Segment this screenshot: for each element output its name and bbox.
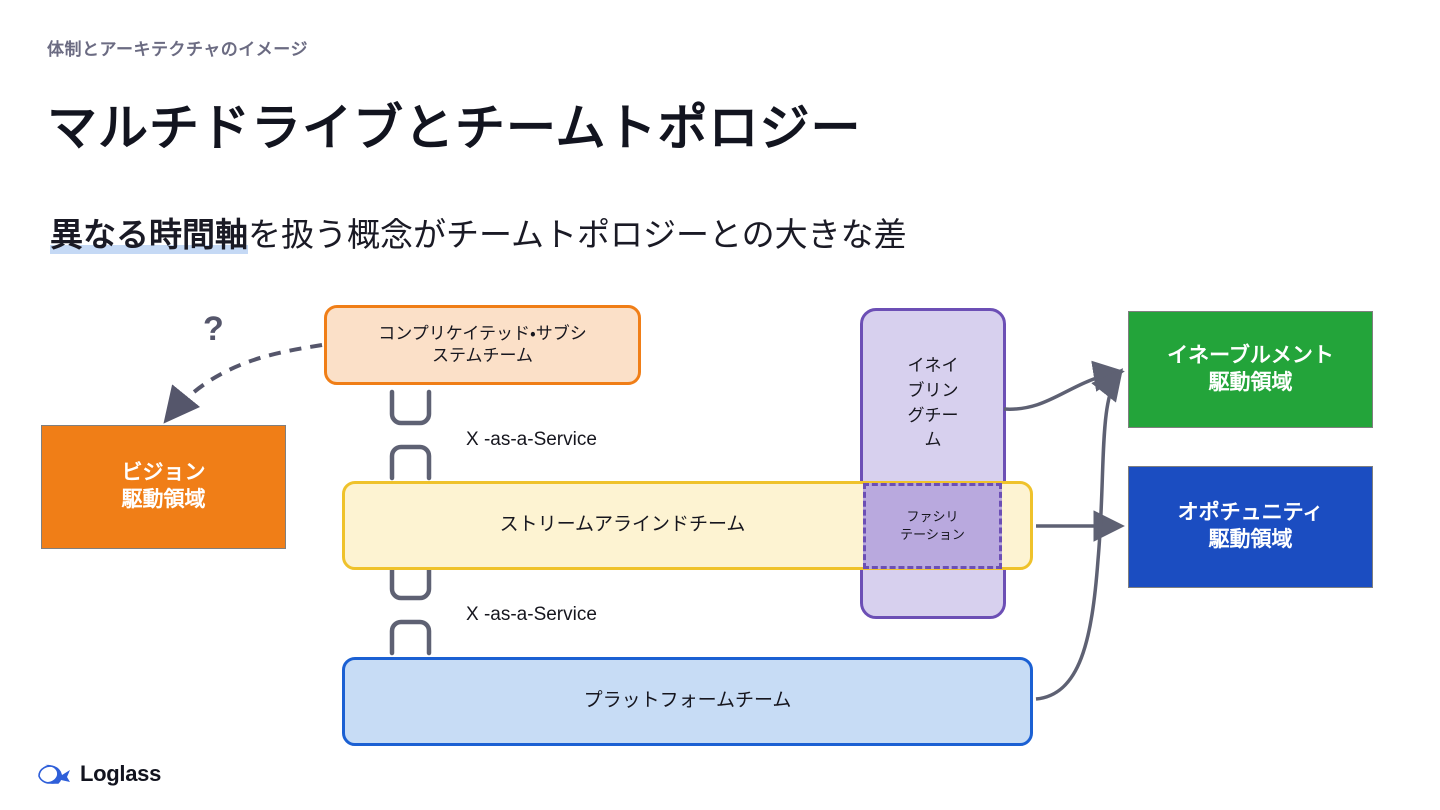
xaas-label-top: X -as-a-Service <box>466 429 597 450</box>
box-complicated-subsystem-label: コンプリケイテッド・サブシ ステムチーム <box>378 324 587 365</box>
box-enablement-driven-domain[interactable]: イネーブルメント 駆動領域 <box>1128 311 1373 428</box>
arrow-enabling-to-enablement <box>1003 360 1125 411</box>
box-enablement-label: イネーブルメント 駆動領域 <box>1167 343 1334 394</box>
brand-logo: Loglass <box>36 760 161 788</box>
box-opportunity-label: オポチュニティ 駆動領域 <box>1177 501 1324 551</box>
box-complicated-subsystem-team[interactable]: コンプリケイテッド・サブシ ステムチーム <box>324 305 641 385</box>
box-platform-team[interactable]: プラットフォームチーム <box>342 657 1033 746</box>
subtitle-highlight: 異なる時間軸 <box>50 216 248 254</box>
subtitle-rest: を扱う概念がチームトポロジーとの大きな差 <box>248 216 907 253</box>
subtitle-text: 異なる時間軸を扱う概念がチームトポロジーとの大きな差 <box>50 208 907 256</box>
xaas-connector-icon-top <box>389 389 432 481</box>
arrow-platform-to-enablement <box>1035 368 1124 701</box>
page-title: マルチドライブとチームトポロジー <box>47 100 862 156</box>
box-opportunity-driven-domain[interactable]: オポチュニティ 駆動領域 <box>1128 466 1373 588</box>
box-enabling-label: イネイブリングチーム <box>907 356 959 450</box>
box-stream-aligned-label: ストリームアラインドチーム <box>499 514 746 536</box>
box-platform-label: プラットフォームチーム <box>583 690 792 712</box>
xaas-label-bottom: X -as-a-Service <box>466 604 597 625</box>
box-vision-driven-domain[interactable]: ビジョン 駆動領域 <box>41 425 286 549</box>
brand-name: Loglass <box>80 761 162 786</box>
box-facilitation[interactable]: ファシリ テーション <box>863 483 1002 569</box>
whale-icon <box>38 764 70 784</box>
question-mark-annotation: ? <box>203 310 224 348</box>
dashed-arrow-to-vision <box>163 343 323 424</box>
box-vision-label: ビジョン 駆動領域 <box>121 461 206 511</box>
xaas-connector-icon-bottom <box>389 564 432 656</box>
box-enabling-team[interactable]: イネイブリングチーム <box>860 308 1006 619</box>
eyebrow-text: 体制とアーキテクチャのイメージ <box>47 40 308 59</box>
box-facilitation-label: ファシリ テーション <box>900 509 965 542</box>
